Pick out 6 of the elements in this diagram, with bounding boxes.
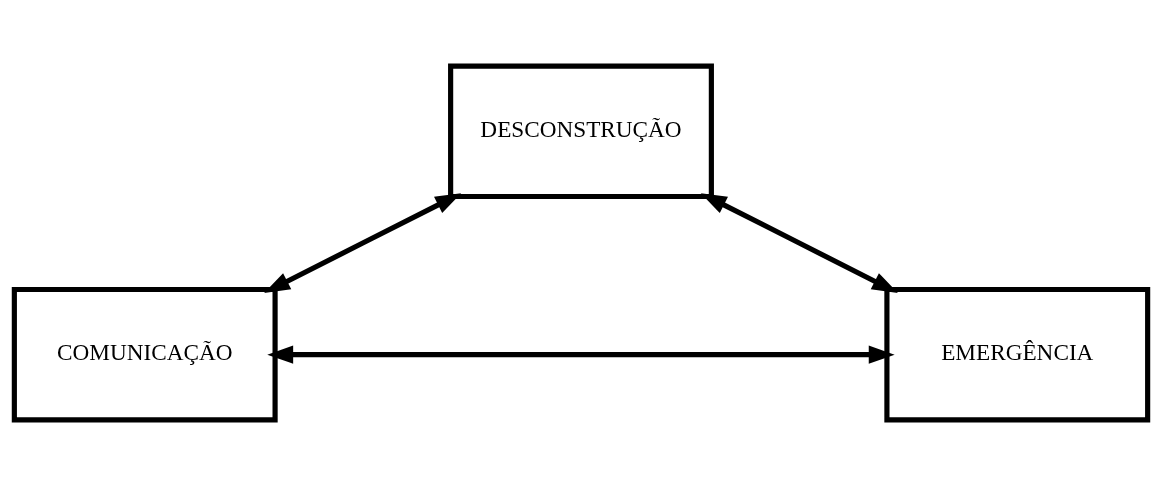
arrow bbox=[700, 193, 898, 293]
arrow bbox=[264, 193, 462, 293]
arrow bbox=[267, 345, 895, 364]
node-box: DESCONSTRUÇÃO bbox=[448, 63, 714, 200]
node-box: EMERGÊNCIA bbox=[884, 286, 1151, 423]
node-box: COMUNICAÇÃO bbox=[11, 286, 278, 423]
